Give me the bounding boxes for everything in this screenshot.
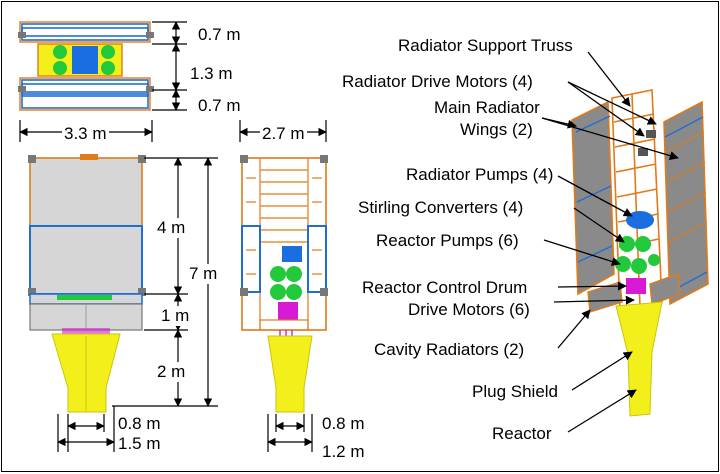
dim-label-reactor-bottom-left: 1.5 m xyxy=(118,434,161,453)
dim-label-top-gap-lower: 0.7 m xyxy=(198,96,241,115)
callout-reactor: Reactor xyxy=(492,424,552,443)
side-view xyxy=(28,154,146,413)
dim-label-reactor-height: 2 m xyxy=(156,362,187,382)
callout-main-wings-line1: Main Radiator xyxy=(434,98,540,117)
top-view xyxy=(18,21,154,111)
callout-plug-shield: Plug Shield xyxy=(472,382,559,401)
callout-radiator-pumps: Radiator Pumps (4) xyxy=(406,165,554,184)
dim-label-reactor-top-right: 0.8 m xyxy=(322,414,365,433)
callout-main-wings-line2: Wings (2) xyxy=(460,120,533,139)
callout-control-drum-line2: Drive Motors (6) xyxy=(408,300,530,319)
callout-drive-motors: Radiator Drive Motors (4) xyxy=(342,72,533,91)
callout-control-drum-line1: Reactor Control Drum xyxy=(362,278,528,297)
dim-label-total-height: 7 m xyxy=(188,264,219,284)
dim-label-reactor-top-left: 0.8 m xyxy=(118,414,161,433)
dim-label-control-height: 1 m xyxy=(160,306,191,326)
callout-stirling-converters: Stirling Converters (4) xyxy=(358,198,524,217)
front-view xyxy=(240,155,328,413)
callout-cavity-radiators: Cavity Radiators (2) xyxy=(374,340,525,359)
dim-label-side-width: 3.3 m xyxy=(62,124,109,144)
dim-label-reactor-bottom-right: 1.2 m xyxy=(322,442,365,461)
callout-reactor-pumps: Reactor Pumps (6) xyxy=(376,231,519,250)
isometric-view xyxy=(571,89,709,417)
top-view-core xyxy=(53,45,115,75)
dim-label-radiator-height: 4 m xyxy=(156,218,187,238)
dim-label-top-gap-upper: 0.7 m xyxy=(198,25,241,44)
top-view-dimensions xyxy=(152,21,187,111)
callout-support-truss: Radiator Support Truss xyxy=(398,36,573,55)
callout-leaders xyxy=(541,51,679,433)
dim-label-front-width: 2.7 m xyxy=(260,124,307,144)
dim-label-top-mid: 1.3 m xyxy=(190,64,233,83)
